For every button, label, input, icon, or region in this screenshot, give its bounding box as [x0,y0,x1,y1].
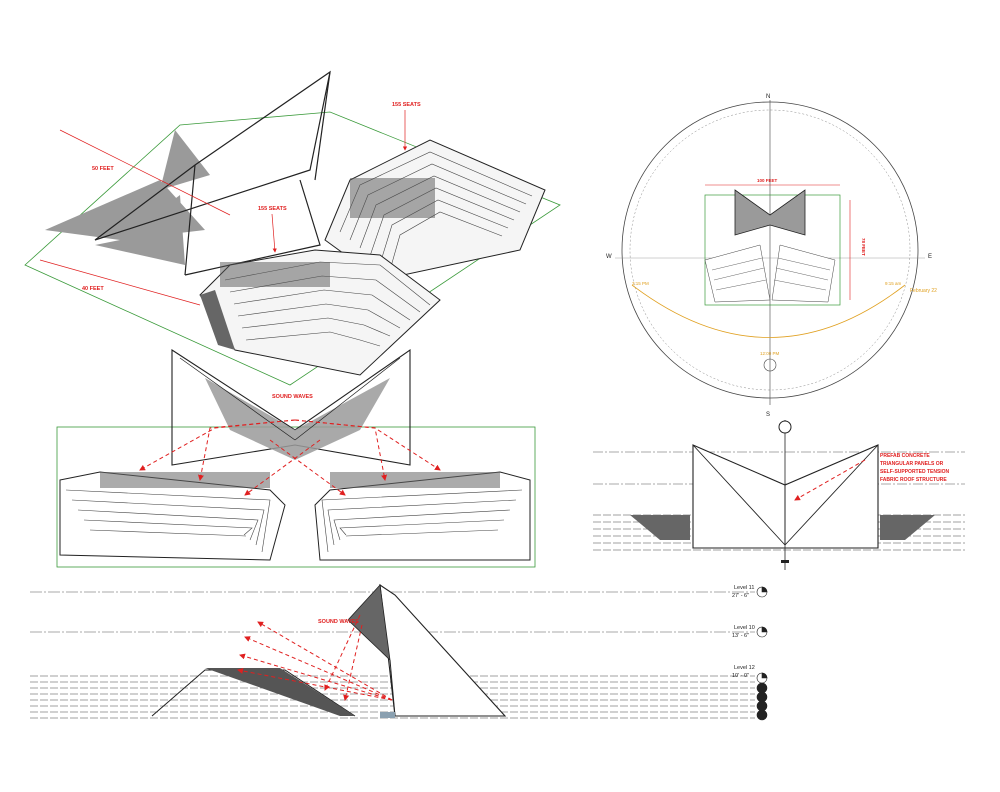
label-seats-upper: 155 SEATS [392,102,421,108]
roof-note-line3: SELF-SUPPORTED TENSION [880,469,950,475]
level-11-name: Level 11 [734,585,754,591]
level-10-height: 13' - 6" [732,633,749,639]
label-sound-waves-section: SOUND WAVES [318,619,359,625]
plan-seating-right [314,471,531,561]
label-width-50: 50 FEET [92,166,114,172]
site-plan-east: E [928,254,932,260]
label-sound-waves-plan: SOUND WAVES [272,394,313,400]
axonometric-view [24,70,561,386]
plan-view [56,348,536,568]
site-plan-dim-vertical: 78 FEET [861,238,866,256]
sun-path [631,284,906,338]
site-plan-time-noon: 12:00 PM [760,351,780,356]
section-view [30,583,768,721]
seating-block-lower [199,249,441,376]
roof-note-line4: FABRIC ROOF STRUCTURE [880,477,947,483]
front-elevation [593,420,965,570]
site-plan-time-right: 9:15 am [885,281,902,286]
shadow-top [160,130,210,190]
label-seats-lower: 155 SEATS [258,206,287,212]
level-11-height: 27' - 6" [732,593,749,599]
seating-block-upper [324,139,546,281]
site-plan-south: S [766,412,770,418]
site-plan-north: N [766,94,770,100]
plan-seating-left [59,471,286,561]
plan-roof-shade [205,378,390,460]
site-plan-date: February 22 [910,288,937,294]
site-plan-west: W [606,254,612,260]
level-10-name: Level 10 [734,625,755,631]
site-plan [615,100,925,405]
roof-note-line1: PREFAB CONCRETE [880,453,930,459]
site-plan-time-left: 3:15 PM [632,281,649,286]
level-12-height: 10' - 0" [732,673,749,679]
plan-boundary [56,426,536,568]
roof-shade [95,195,185,265]
roof-note-line2: TRIANGULAR PANELS OR [880,461,944,467]
label-width-40: 40 FEET [82,286,104,292]
site-plan-building-outline [704,194,841,306]
site-plan-dim-horizontal: 100 FEET [757,178,778,183]
level-12-name: Level 12 [734,665,755,671]
